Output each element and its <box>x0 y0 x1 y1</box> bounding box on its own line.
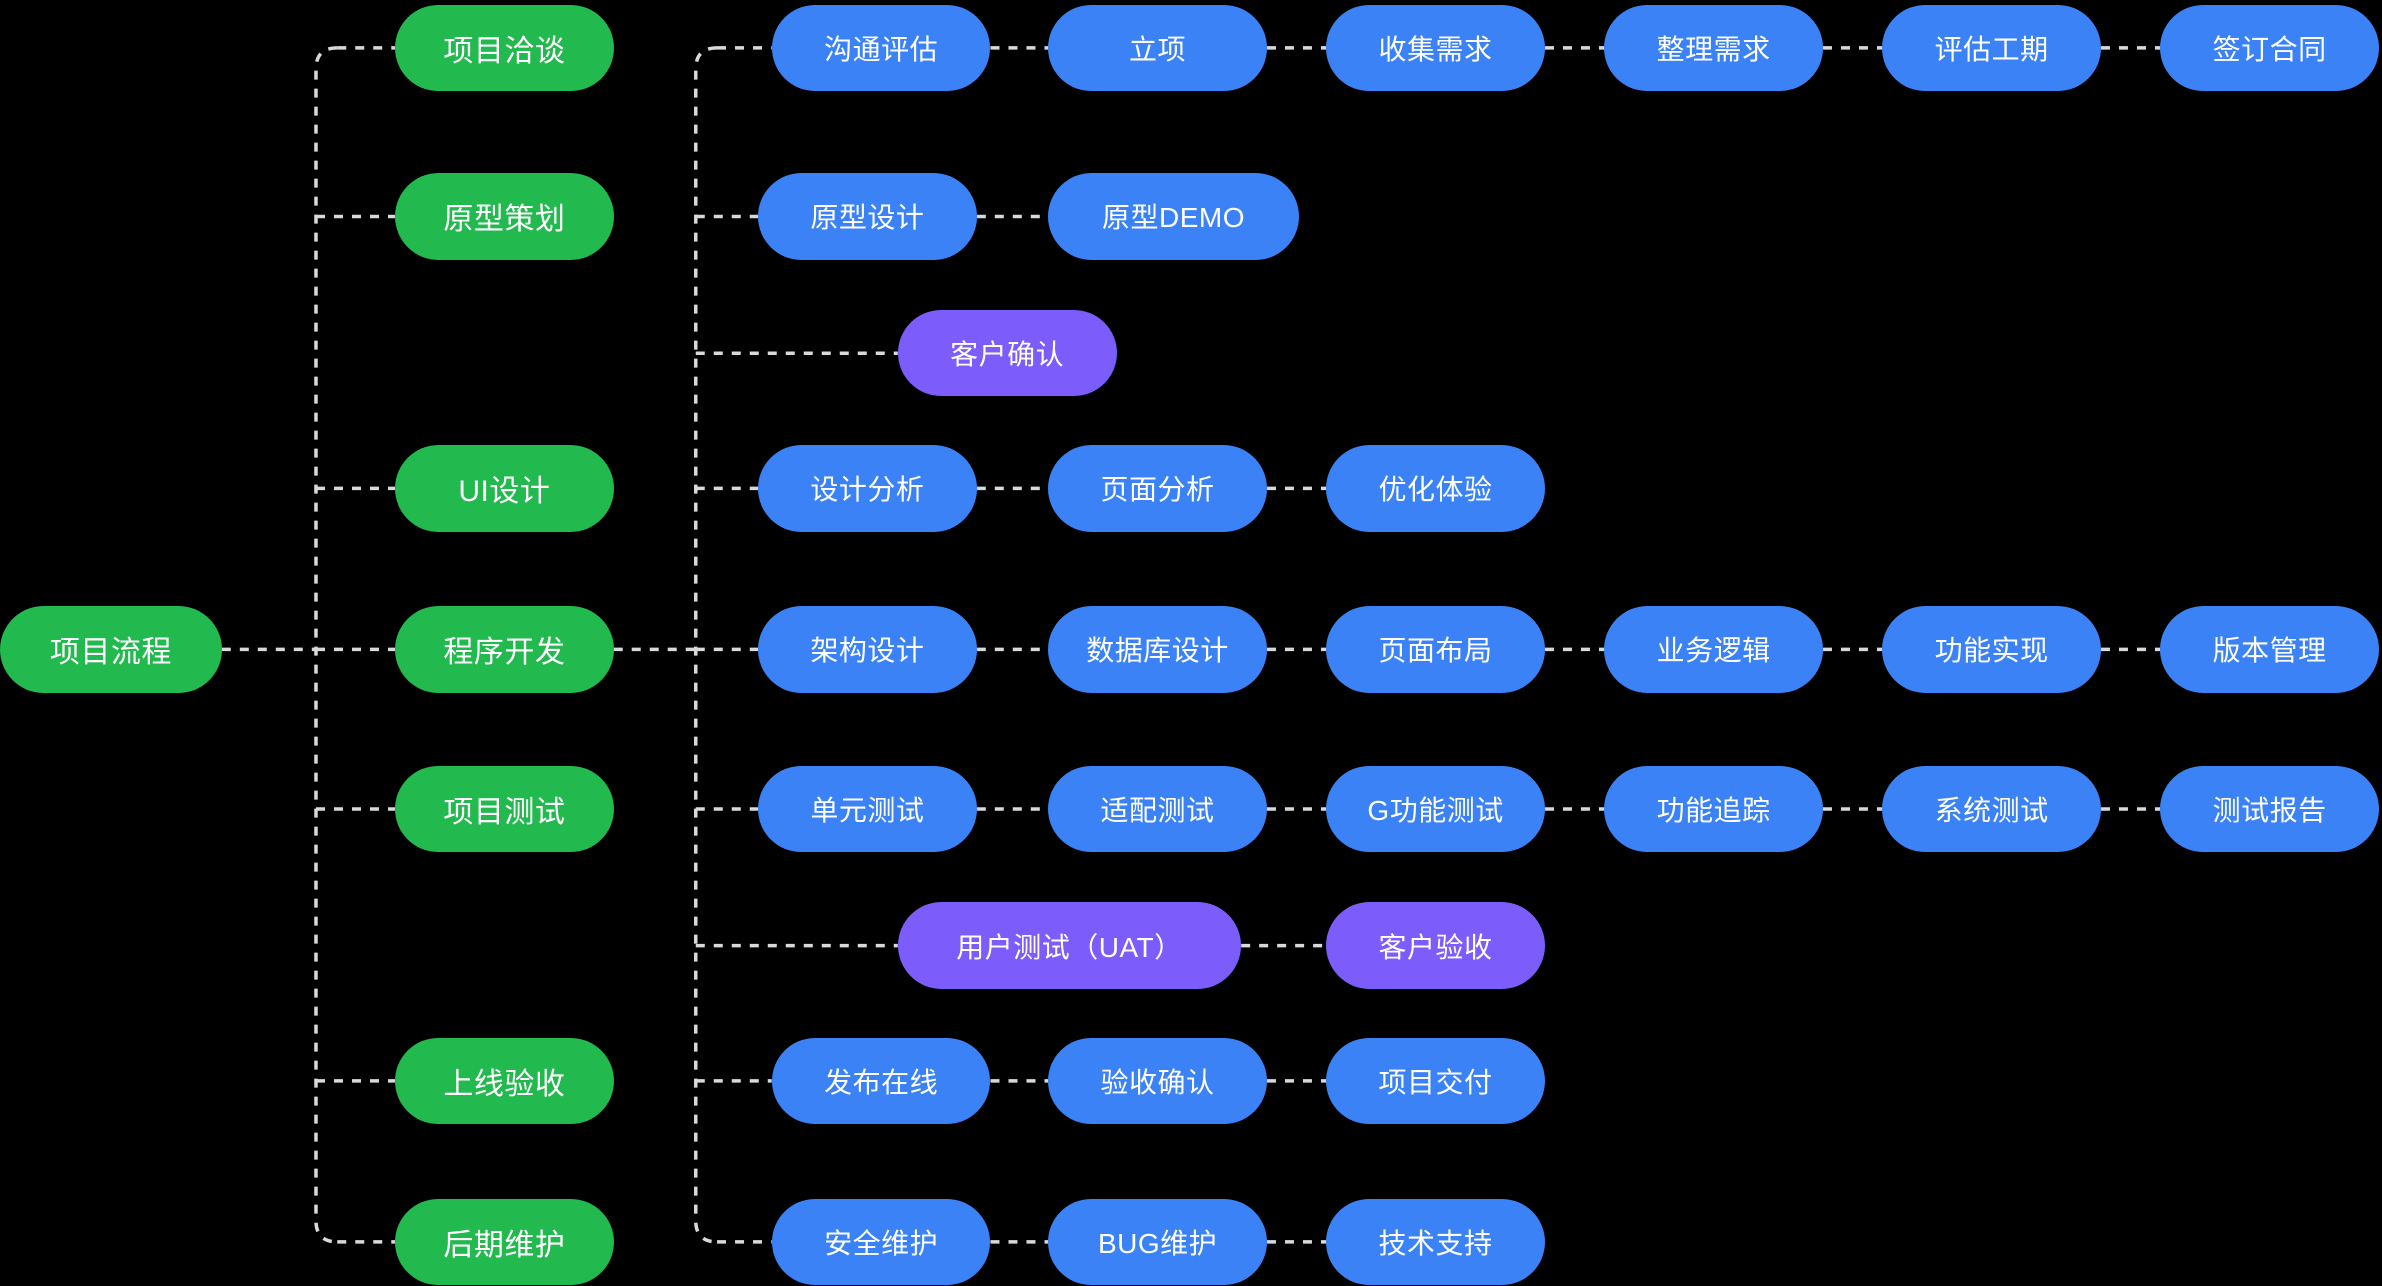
leaf-node-6-1[interactable]: 单元测试 <box>758 765 977 853</box>
leaf-node-4-1[interactable]: 设计分析 <box>758 445 977 532</box>
leaf-node-5-5[interactable]: 功能实现 <box>1882 606 2101 693</box>
connector-trunk-categories <box>314 46 338 1244</box>
leaf-node-1-4[interactable]: 整理需求 <box>1604 4 1823 92</box>
leaf-node-9-1[interactable]: 安全维护 <box>771 1198 991 1286</box>
leaf-node-5-3[interactable]: 页面布局 <box>1326 606 1545 693</box>
leaf-node-6-4[interactable]: 功能追踪 <box>1604 765 1823 853</box>
leaf-node-3-1[interactable]: 客户确认 <box>897 309 1117 397</box>
leaf-node-6-6[interactable]: 测试报告 <box>2160 765 2379 853</box>
leaf-node-4-2[interactable]: 页面分析 <box>1048 445 1267 532</box>
category-node-5[interactable]: 项目测试 <box>394 765 614 853</box>
leaf-node-8-1[interactable]: 发布在线 <box>771 1037 991 1125</box>
leaf-node-9-3[interactable]: 技术支持 <box>1326 1198 1545 1286</box>
leaf-node-8-2[interactable]: 验收确认 <box>1048 1037 1267 1125</box>
leaf-node-2-2[interactable]: 原型DEMO <box>1048 173 1299 260</box>
leaf-node-4-3[interactable]: 优化体验 <box>1326 445 1545 532</box>
leaf-node-8-3[interactable]: 项目交付 <box>1326 1037 1545 1125</box>
leaf-node-6-5[interactable]: 系统测试 <box>1882 765 2101 853</box>
leaf-node-1-1[interactable]: 沟通评估 <box>771 4 991 92</box>
leaf-node-6-2[interactable]: 适配测试 <box>1048 765 1267 853</box>
leaf-node-7-2[interactable]: 客户验收 <box>1326 902 1545 989</box>
category-node-2[interactable]: 原型策划 <box>394 173 614 260</box>
category-node-3[interactable]: UI设计 <box>394 445 614 532</box>
connector-trunk-leaves <box>694 46 718 1244</box>
leaf-node-1-6[interactable]: 签订合同 <box>2160 4 2379 92</box>
leaf-node-6-3[interactable]: G功能测试 <box>1326 765 1545 853</box>
leaf-node-1-3[interactable]: 收集需求 <box>1326 4 1545 92</box>
category-node-7[interactable]: 后期维护 <box>394 1198 614 1286</box>
category-node-6[interactable]: 上线验收 <box>394 1037 614 1125</box>
leaf-node-5-4[interactable]: 业务逻辑 <box>1604 606 1823 693</box>
category-node-1[interactable]: 项目洽谈 <box>394 4 614 92</box>
leaf-node-5-1[interactable]: 架构设计 <box>758 606 977 693</box>
root-node[interactable]: 项目流程 <box>0 606 222 693</box>
leaf-node-5-6[interactable]: 版本管理 <box>2160 606 2379 693</box>
leaf-node-2-1[interactable]: 原型设计 <box>758 173 977 260</box>
leaf-node-1-2[interactable]: 立项 <box>1048 4 1267 92</box>
leaf-node-9-2[interactable]: BUG维护 <box>1048 1198 1267 1286</box>
leaf-node-5-2[interactable]: 数据库设计 <box>1048 606 1267 693</box>
leaf-node-7-1[interactable]: 用户测试（UAT） <box>897 902 1242 989</box>
leaf-node-1-5[interactable]: 评估工期 <box>1882 4 2101 92</box>
category-node-4[interactable]: 程序开发 <box>394 606 614 693</box>
